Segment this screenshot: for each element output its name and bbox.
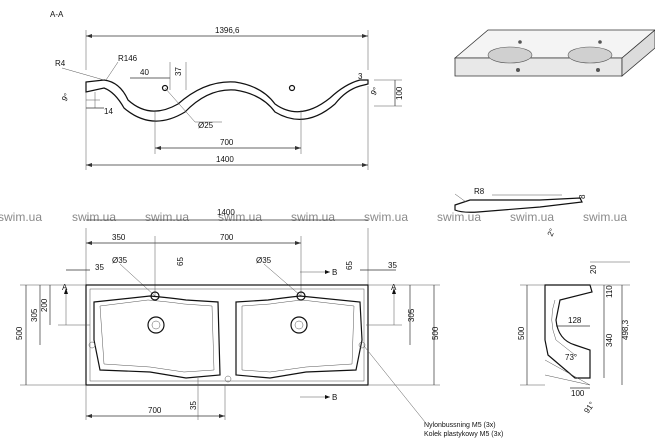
section-label: A-A [50,10,64,19]
watermark-8: swim.ua [510,210,554,224]
section-a-right: A [391,283,397,292]
watermark-2: swim.ua [72,210,116,224]
dim-700-bottom: 700 [148,406,162,415]
dim-tap-left: Ø35 [112,256,128,265]
drain-right [290,316,308,334]
dim-40: 40 [140,68,149,77]
dim-500-left: 500 [15,326,24,340]
watermark-1: swim.ua [0,210,42,224]
watermark-4: swim.ua [218,210,262,224]
dim-65-left: 65 [176,257,185,266]
drain-left [147,316,165,334]
iso-bowl-right [567,46,613,64]
dim-100-section: 100 [571,389,585,398]
section-a-left: A [62,283,68,292]
isometric-view [453,29,655,77]
dim-35-left: 35 [95,263,104,272]
dim-37: 37 [174,67,183,76]
dim-340: 340 [605,333,614,347]
dim-305-right: 305 [407,308,416,322]
dim-1400-plan: 1400 [217,208,235,217]
dim-700-top: 700 [220,138,234,147]
bowl-right [235,295,363,379]
dim-128: 128 [568,316,582,325]
drain-hole-right [288,84,296,92]
side-profile-view: R8 8 2° [454,187,587,238]
basin-profile [85,79,369,122]
tap-hole-right [296,291,306,301]
dim-500-section: 500 [517,326,526,340]
dim-r8: R8 [474,187,485,196]
dim-14: 14 [104,107,113,116]
section-b-profile [544,284,593,379]
dim-3: 3 [358,72,363,81]
dim-r146: R146 [118,54,138,63]
dim-r4: R4 [55,59,66,68]
watermark-3: swim.ua [145,210,189,224]
note-line-1: Nylonbussning M5 (3x) [424,422,496,429]
watermark-9: swim.ua [583,210,627,224]
iso-bowl-left [487,46,533,64]
dim-65-right: 65 [345,261,354,270]
plan-view: 1400 350 700 35 Ø35 Ø35 65 65 B B 35 [15,208,440,423]
dim-angle-left: 9° [60,92,72,103]
dim-20: 20 [589,265,598,274]
dim-8: 8 [578,194,587,199]
dim-200: 200 [40,298,49,312]
dim-35-right: 35 [388,261,397,270]
dim-35-bottom: 35 [189,401,198,410]
tap-hole-left [150,291,160,301]
dim-1400-top: 1400 [216,155,234,164]
dim-angle-right: 9° [369,86,381,97]
countertop-outline [85,284,369,386]
dim-700-plan: 700 [220,233,234,242]
dim-91: 91° [582,400,596,415]
dim-100-top: 100 [395,86,404,100]
dim-drain-dia: Ø25 [198,121,214,130]
dim-73: 73° [565,353,577,362]
watermark-row: swim.ua swim.ua swim.ua swim.ua swim.ua … [0,210,627,224]
dim-tap-right: Ø35 [256,256,272,265]
drain-hole-left [161,84,169,92]
dim-350: 350 [112,233,126,242]
dim-1396: 1396,6 [215,26,240,35]
section-b-top: B [332,268,337,277]
dim-110: 110 [605,285,614,298]
watermark-7: swim.ua [437,210,481,224]
bowl-left [93,295,221,379]
dim-2-deg: 2° [546,227,557,238]
watermark-5: swim.ua [291,210,335,224]
note-line-2: Kolek plastykowy M5 (3x) [424,431,503,438]
section-b-view: 20 110 340 498,3 500 128 73° 100 91° [517,261,630,415]
dim-498: 498,3 [621,319,630,340]
section-b-bottom: B [332,393,337,402]
dim-305-left: 305 [30,308,39,322]
dim-500-right: 500 [431,326,440,340]
watermark-6: swim.ua [364,210,408,224]
section-a-a-view: 1396,6 R4 R146 40 37 3 100 9° 9° 14 Ø25 [55,26,404,170]
